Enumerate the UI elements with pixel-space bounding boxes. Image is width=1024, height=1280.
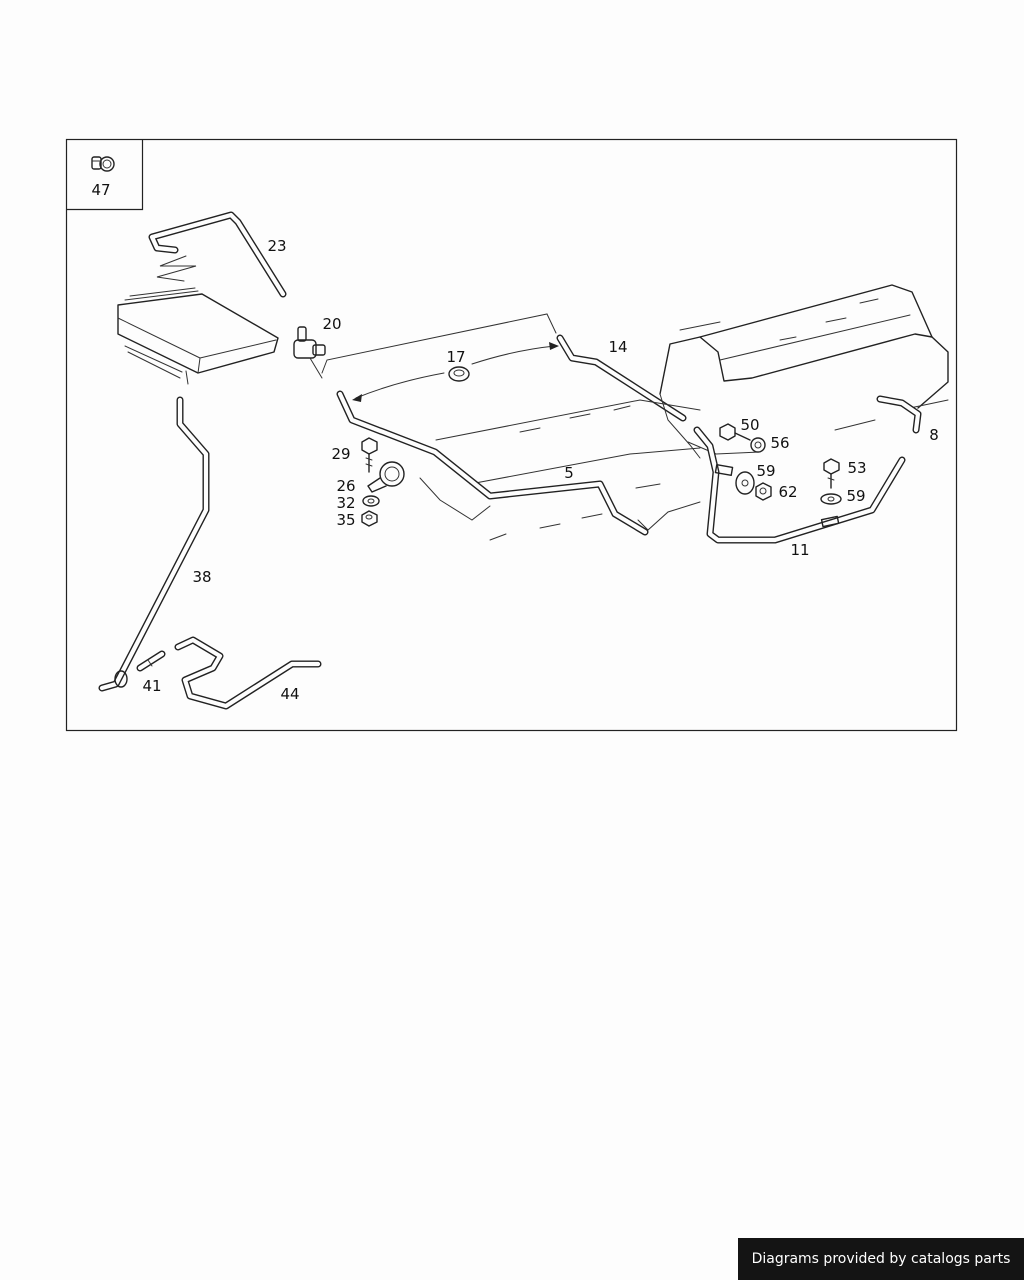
washer-32 [362, 495, 380, 507]
engine-block [659, 284, 949, 459]
part-label-26: 26 [336, 477, 355, 495]
leader-core [185, 370, 189, 385]
connector-41 [136, 650, 166, 672]
hose-14 [556, 334, 687, 422]
grommet-17 [448, 366, 470, 382]
arrow-right [471, 345, 556, 365]
nut-62 [755, 482, 772, 501]
bracket-line [321, 313, 557, 374]
hose-23 [148, 211, 287, 298]
nut-35 [361, 510, 378, 527]
part-label-59-right: 59 [846, 487, 865, 505]
washer-59-right [820, 493, 842, 505]
leader-23 [156, 255, 197, 282]
diagram-frame [65, 138, 958, 732]
part-label-62: 62 [778, 483, 797, 501]
arrow-left-head [352, 394, 362, 402]
washer-56 [750, 437, 766, 453]
part-label-11: 11 [790, 541, 809, 559]
part-label-53: 53 [847, 459, 866, 477]
valve-20 [293, 326, 326, 379]
bolt-50 [719, 423, 751, 441]
washer-59-left [735, 471, 755, 495]
part-label-23: 23 [267, 237, 286, 255]
hose-5 [336, 390, 649, 536]
engine-lower [419, 399, 701, 541]
bolt-29 [361, 437, 378, 473]
part-label-44: 44 [280, 685, 299, 703]
hose-11 [687, 426, 906, 544]
part-label-50: 50 [740, 416, 759, 434]
arrow-right-head [549, 342, 559, 350]
inset-box: 47 [66, 139, 144, 211]
part-label-17: 17 [446, 348, 465, 366]
part-label-56: 56 [770, 434, 789, 452]
part-label-41: 41 [142, 677, 161, 695]
part-label-20: 20 [322, 315, 341, 333]
arrow-left [355, 372, 445, 399]
inset-label: 47 [91, 181, 110, 199]
hose-44 [174, 636, 322, 710]
part-label-29: 29 [331, 445, 350, 463]
part-label-8: 8 [929, 426, 939, 444]
part-label-5: 5 [564, 464, 574, 482]
credit-banner: Diagrams provided by catalogs parts [738, 1238, 1024, 1280]
heater-core [117, 287, 279, 379]
part-label-59-left: 59 [756, 462, 775, 480]
bolt-53 [823, 458, 840, 489]
part-label-35: 35 [336, 511, 355, 529]
hose-8 [876, 395, 922, 434]
part-labels: 23 20 17 14 29 26 32 35 5 50 56 8 59 53 … [142, 237, 938, 703]
part-label-38: 38 [192, 568, 211, 586]
hose-clamp-icon [91, 156, 115, 172]
hose-38 [98, 396, 210, 692]
part-label-14: 14 [608, 338, 627, 356]
part-label-32: 32 [336, 494, 355, 512]
clamp-26 [367, 461, 405, 493]
